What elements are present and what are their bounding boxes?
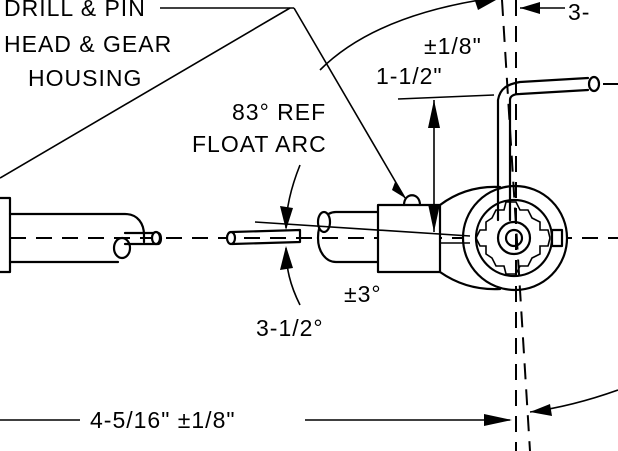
gear-housing bbox=[376, 184, 569, 292]
label-dim-horizontal: 4-5/16" ±1/8" bbox=[90, 407, 236, 433]
leader-lines bbox=[0, 7, 406, 199]
float-arc-top bbox=[319, 0, 481, 71]
left-spring-body bbox=[0, 196, 163, 274]
vertical-dimension bbox=[397, 94, 495, 232]
middle-spring bbox=[316, 210, 380, 264]
label-tolerance-top: ±1/8" bbox=[424, 33, 482, 59]
float-angle-dimension bbox=[254, 164, 471, 306]
float-rod bbox=[225, 228, 302, 246]
horizontal-dimension bbox=[0, 414, 512, 426]
float-arm bbox=[496, 75, 618, 222]
label-drill-pin-1: DRILL & PIN bbox=[4, 0, 146, 21]
label-angle-dim: 3-1/2° bbox=[256, 315, 324, 341]
label-drill-pin-3: HOUSING bbox=[28, 65, 142, 91]
label-dim-vertical: 1-1/2" bbox=[376, 63, 443, 89]
label-dim-top-right: 3- bbox=[568, 0, 590, 25]
label-angle-tol: ±3° bbox=[344, 281, 382, 307]
label-ref-arc-2: FLOAT ARC bbox=[192, 131, 327, 157]
label-drill-pin-2: HEAD & GEAR bbox=[4, 31, 172, 57]
tilted-center-line bbox=[501, 0, 531, 451]
label-ref-arc-1: 83° REF bbox=[232, 99, 326, 125]
